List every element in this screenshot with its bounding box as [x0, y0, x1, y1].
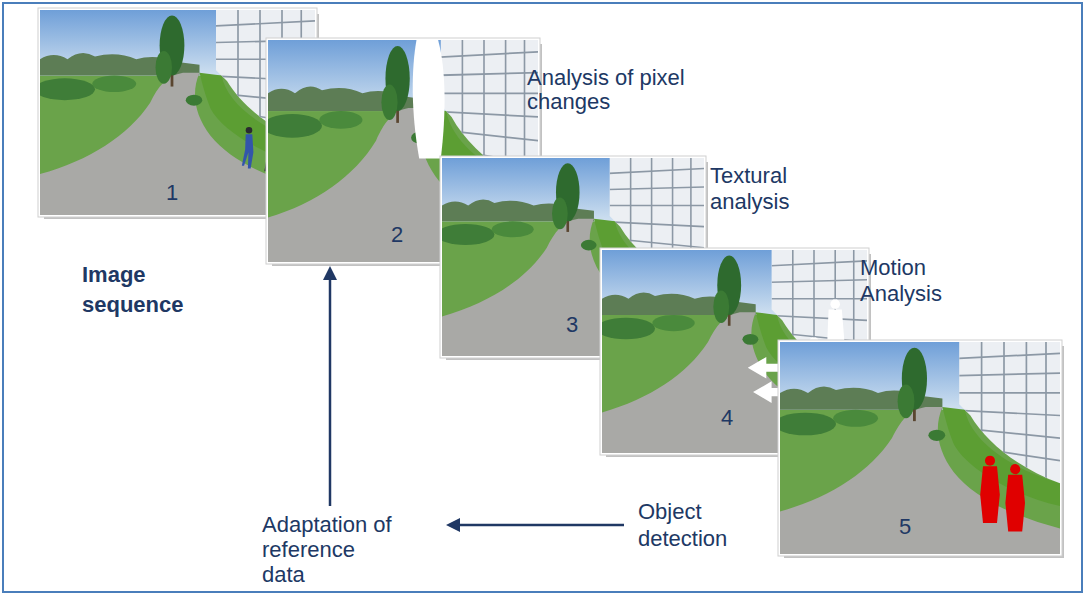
- stage-label: Analysis of pixel changes: [527, 66, 727, 114]
- process-step: Object detection: [638, 498, 748, 552]
- image-frame: 4: [602, 250, 867, 453]
- process-step: Adaptation of reference data: [262, 512, 442, 587]
- callout-number: 5: [899, 515, 911, 539]
- flow-arrow: [323, 266, 337, 506]
- sequence-label: Image sequence: [82, 260, 202, 320]
- stage-label: Motion Analysis: [860, 255, 970, 307]
- image-frame: 3: [442, 158, 704, 356]
- flow-arrow: [446, 518, 624, 532]
- arrow-line: [458, 524, 624, 527]
- callout-number: 3: [566, 313, 578, 337]
- image-frame: 1: [40, 10, 315, 215]
- callout-number: 1: [166, 181, 178, 205]
- arrow-head: [323, 266, 337, 280]
- image-frame: 5: [780, 342, 1060, 554]
- step-text: Adaptation of reference data: [262, 512, 400, 587]
- arrow-line: [329, 278, 332, 506]
- stage-label: Textural analysis: [710, 163, 820, 215]
- callout-number: 2: [391, 223, 403, 247]
- image-frame: 2: [268, 40, 538, 262]
- callout-number: 4: [721, 406, 733, 430]
- arrow-head: [446, 518, 460, 532]
- step-text: Object detection: [638, 498, 748, 552]
